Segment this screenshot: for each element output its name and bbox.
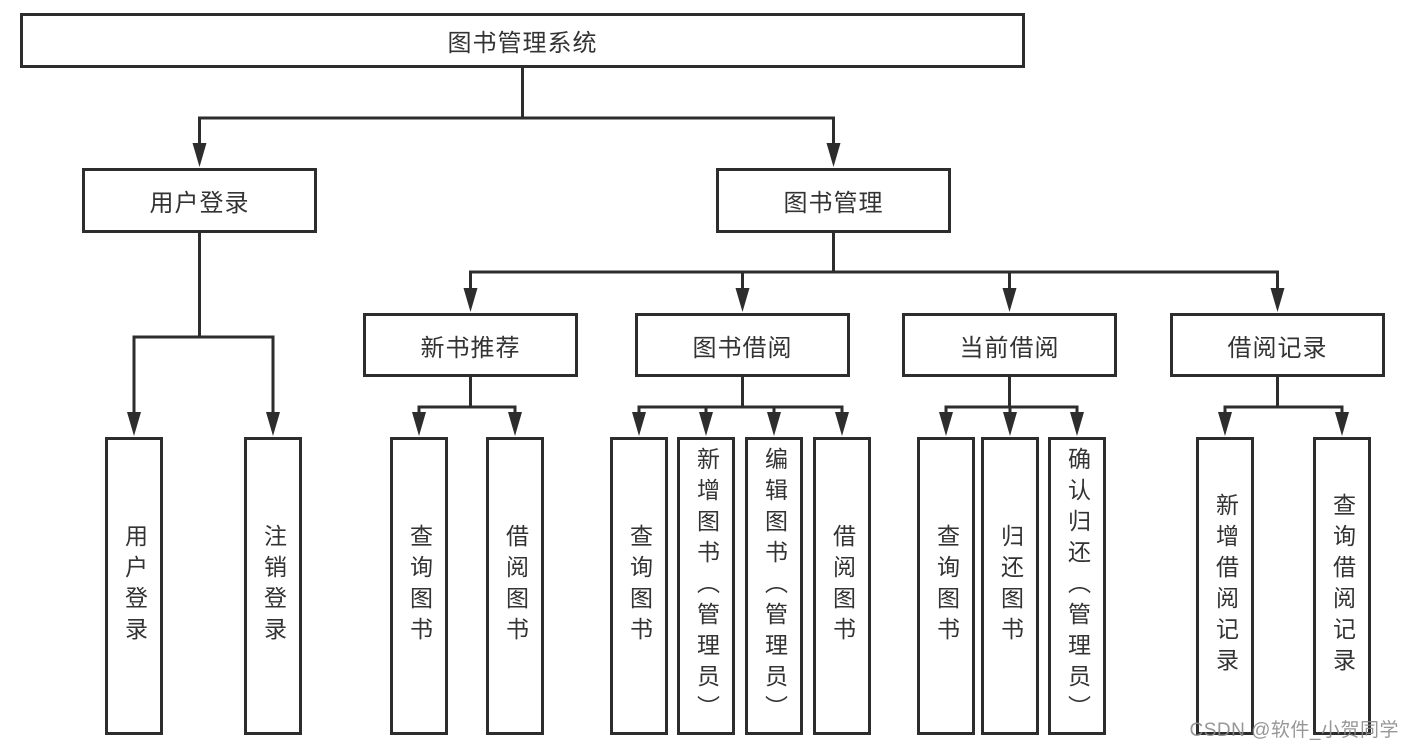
node-current-borrow: 当前借阅 — [902, 313, 1117, 377]
leaf-br-query-record: 查询借阅记录 — [1313, 437, 1371, 735]
node-user-login: 用户登录 — [82, 168, 317, 233]
leaf-cb-confirm-return-admin: 确认归还（管理员） — [1048, 437, 1106, 735]
leaf-cb-query-book: 查询图书 — [917, 437, 975, 735]
node-book-management: 图书管理 — [716, 168, 951, 233]
leaf-bb-borrow-book: 借阅图书 — [813, 437, 871, 735]
leaf-nbr-query-book: 查询图书 — [390, 437, 448, 735]
watermark: CSDN @软件_小贺同学 — [1189, 720, 1399, 741]
leaf-nbr-borrow-book: 借阅图书 — [486, 437, 544, 735]
leaf-cb-return-book: 归还图书 — [981, 437, 1039, 735]
node-borrow-records: 借阅记录 — [1170, 313, 1385, 377]
node-new-book-recommend: 新书推荐 — [363, 313, 578, 377]
leaf-br-add-record: 新增借阅记录 — [1196, 437, 1254, 735]
leaf-bb-add-book-admin: 新增图书（管理员） — [677, 437, 735, 735]
node-book-borrow: 图书借阅 — [635, 313, 850, 377]
node-root: 图书管理系统 — [20, 13, 1025, 68]
leaf-logout: 注销登录 — [244, 437, 302, 735]
leaf-user-login: 用户登录 — [105, 437, 163, 735]
leaf-bb-edit-book-admin: 编辑图书（管理员） — [745, 437, 803, 735]
leaf-bb-query-book: 查询图书 — [610, 437, 668, 735]
